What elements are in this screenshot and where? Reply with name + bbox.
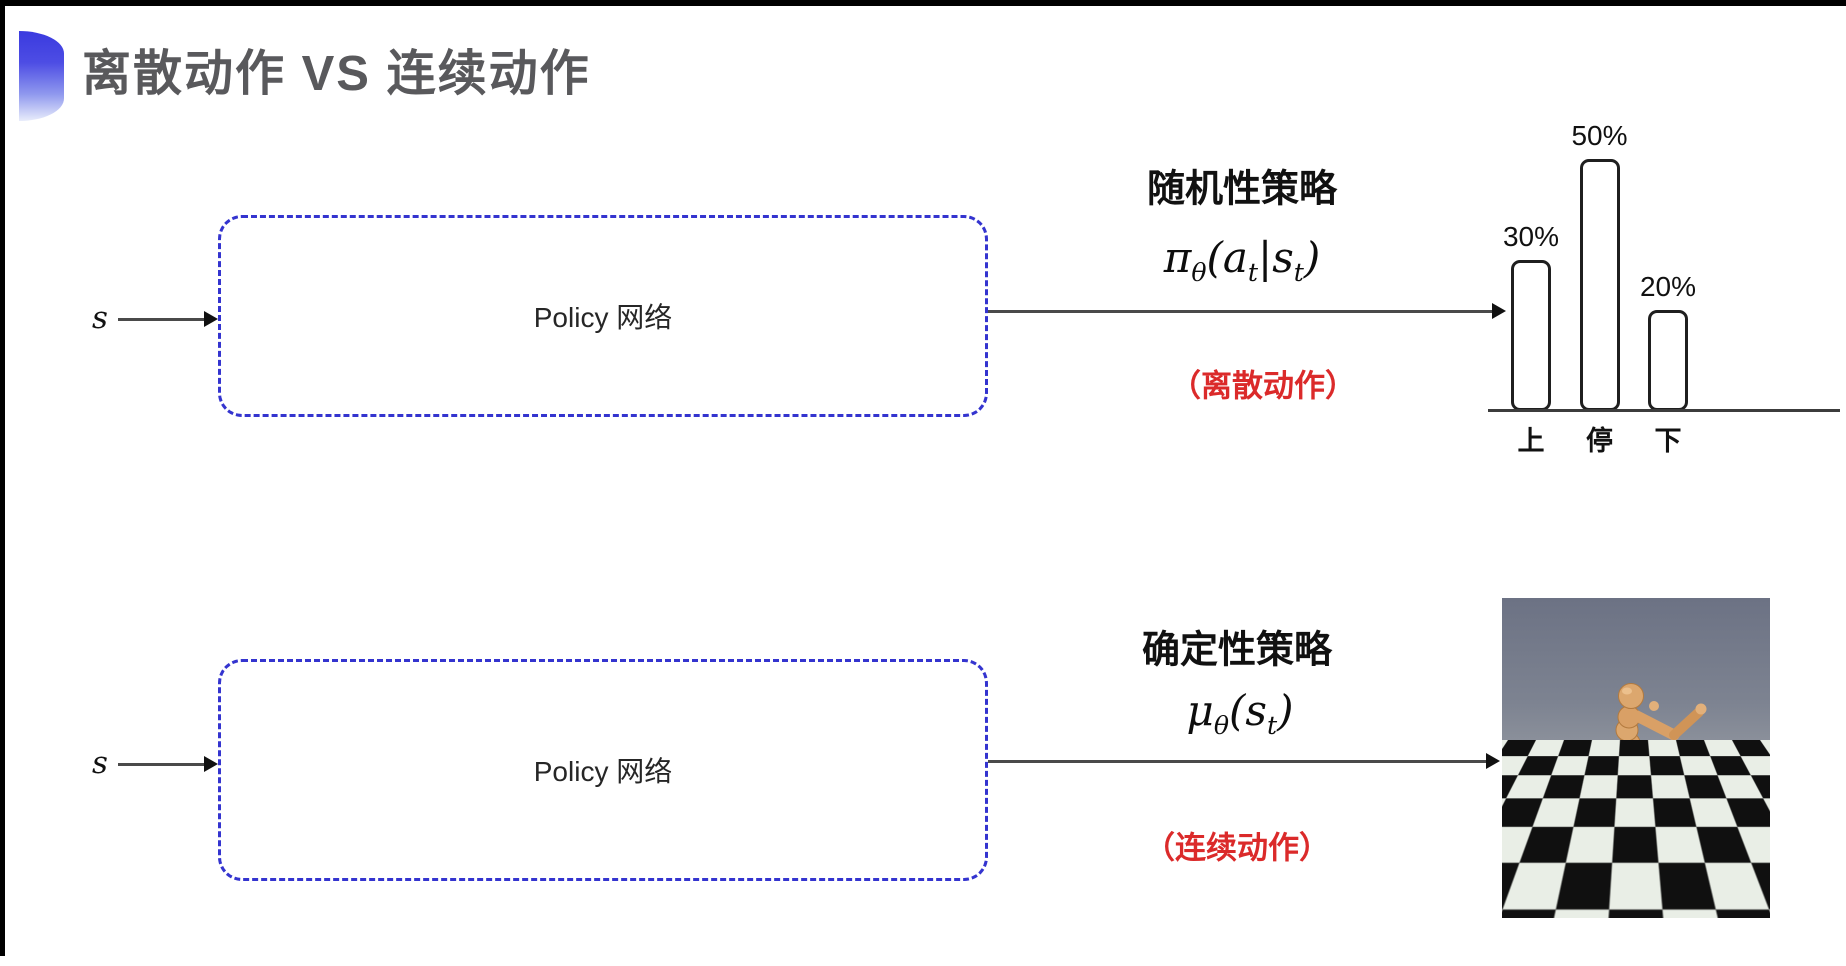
bar (1579, 158, 1620, 411)
formula-paren: ( (1229, 685, 1246, 735)
bar-category-label: 下 (1654, 426, 1682, 456)
arrow-head-icon (1492, 303, 1506, 319)
state-input-label-row1: s (92, 300, 108, 336)
policy-network-box-row2: Policy 网络 (218, 659, 988, 881)
formula-symbol: μ (1186, 685, 1214, 735)
page-title: 离散动作 VS 连续动作 (82, 47, 591, 101)
screen-edge-left (0, 0, 5, 956)
bar-column: 50% (1566, 119, 1634, 411)
formula-subscript: t (1293, 258, 1304, 288)
policy-box-label: Policy 网络 (533, 756, 673, 787)
formula-arg: s (1272, 232, 1294, 282)
formula-paren: ) (1303, 232, 1321, 282)
formula-subscript: θ (1191, 258, 1207, 288)
formula-paren: ( (1206, 232, 1223, 282)
policy-formula-stochastic: πθ(at|st) (1164, 233, 1321, 287)
formula-arg: a (1222, 232, 1248, 282)
arrow-shaft (118, 317, 204, 321)
policy-box-label: Policy 网络 (533, 302, 673, 333)
title-bullet-icon (19, 31, 64, 121)
policy-formula-deterministic: μθ(st) (1187, 686, 1294, 740)
policy-network-box-row1: Policy 网络 (218, 215, 988, 417)
action-type-caption-discrete: （离散动作） (1170, 368, 1356, 404)
formula-pipe: | (1258, 232, 1273, 282)
bar (1511, 259, 1551, 411)
input-arrow-row2 (118, 756, 218, 772)
state-input-label-row2: s (92, 745, 108, 781)
bar-category-label: 上 (1517, 426, 1545, 456)
bar-chart: 30% 50% 20% 上 停 下 (1488, 94, 1842, 464)
bar-value-label: 20% (1639, 271, 1697, 302)
arrow-shaft (988, 759, 1486, 763)
output-arrow-row2 (988, 753, 1500, 769)
formula-paren: ) (1277, 685, 1294, 735)
bar-value-label: 30% (1502, 220, 1560, 252)
output-arrow-row1 (988, 303, 1506, 319)
input-arrow-row1 (118, 311, 218, 327)
formula-subscript: θ (1213, 711, 1229, 741)
arrow-shaft (988, 309, 1492, 313)
arrow-head-icon (204, 756, 218, 772)
formula-symbol: π (1163, 232, 1192, 282)
policy-type-heading-stochastic: 随机性策略 (1146, 168, 1338, 211)
formula-arg: s (1245, 685, 1267, 735)
bar-chart-axis-line (1488, 409, 1840, 412)
arrow-shaft (118, 762, 204, 766)
arrow-head-icon (1486, 753, 1500, 769)
screen-edge-top (0, 0, 1846, 6)
humanoid-simulation-image (1502, 598, 1770, 918)
bar-column: 30% (1497, 220, 1565, 411)
bar-column: 20% (1634, 271, 1702, 411)
arrow-head-icon (204, 311, 218, 327)
bar-value-label: 50% (1571, 119, 1628, 151)
formula-subscript: t (1266, 711, 1278, 741)
humanoid-figure (1570, 683, 1707, 906)
action-type-caption-continuous: （连续动作） (1144, 830, 1330, 866)
bar (1648, 310, 1688, 411)
formula-subscript: t (1247, 258, 1259, 288)
bar-category-label: 停 (1586, 426, 1613, 456)
policy-type-heading-deterministic: 确定性策略 (1141, 629, 1333, 672)
